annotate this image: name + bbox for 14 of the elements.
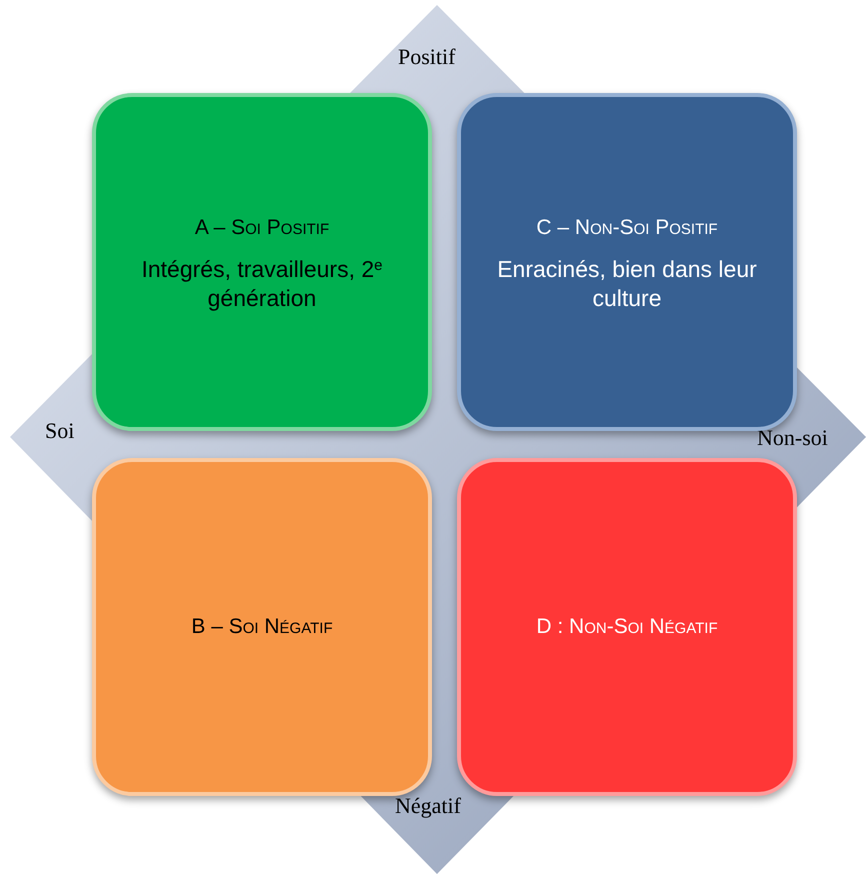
axis-label: Positif: [398, 43, 456, 71]
quadrant-box: [92, 93, 432, 431]
quadrant-title: C – Non-Soi Positif: [536, 214, 718, 240]
quadrant-description: Intégrés, travailleurs, 2$^{e}$ génération: [140, 255, 384, 312]
quadrant-title: B – Soi Négatif: [191, 614, 333, 640]
quadrant-title: A – Soi Positif: [194, 214, 330, 240]
quadrant-description: Enracinés, bien dans leur culture: [496, 255, 758, 312]
quadrant-title: D : Non-Soi Négatif: [536, 614, 718, 640]
axis-label: Soi: [45, 417, 74, 445]
quadrant-box: [457, 458, 797, 796]
quadrant-box: [457, 93, 797, 431]
quadrant-box: [92, 458, 432, 796]
axis-label: Non-soi: [757, 424, 828, 452]
axis-label: Négatif: [395, 792, 461, 820]
